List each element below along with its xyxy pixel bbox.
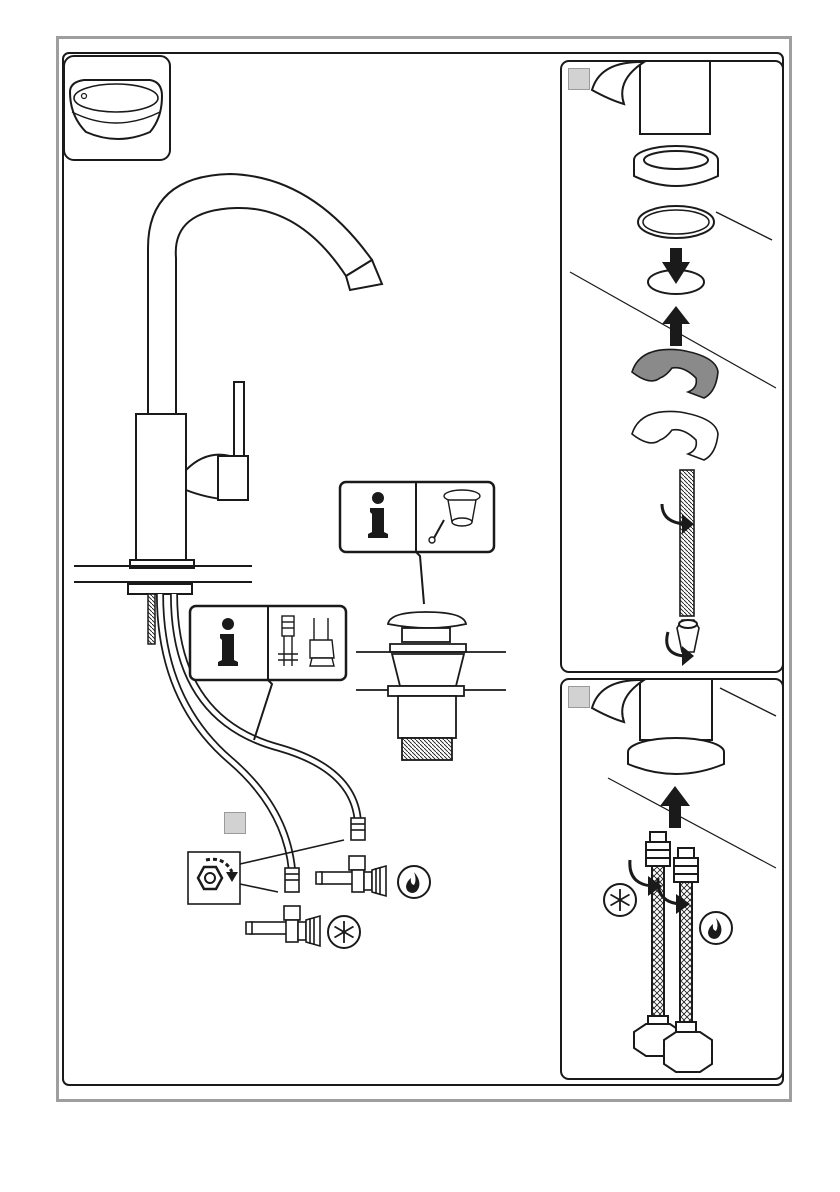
hose-info-callout <box>190 606 346 740</box>
threaded-rod <box>148 594 155 644</box>
hot-angle-valve <box>316 856 386 896</box>
countertop <box>74 566 252 594</box>
basin-icon <box>64 56 170 160</box>
cold-angle-valve <box>246 906 320 946</box>
cold-water-icon <box>328 916 360 948</box>
popup-drain <box>356 612 506 760</box>
cold-water-icon <box>604 884 636 916</box>
nut-tighten-icon <box>188 852 240 904</box>
hot-water-icon <box>700 912 732 944</box>
hose-connection-detail <box>592 680 724 1072</box>
hot-water-icon <box>398 866 430 898</box>
arrow-up-icon <box>660 786 690 828</box>
mounting-detail <box>592 62 718 666</box>
drain-info-callout <box>340 482 494 604</box>
